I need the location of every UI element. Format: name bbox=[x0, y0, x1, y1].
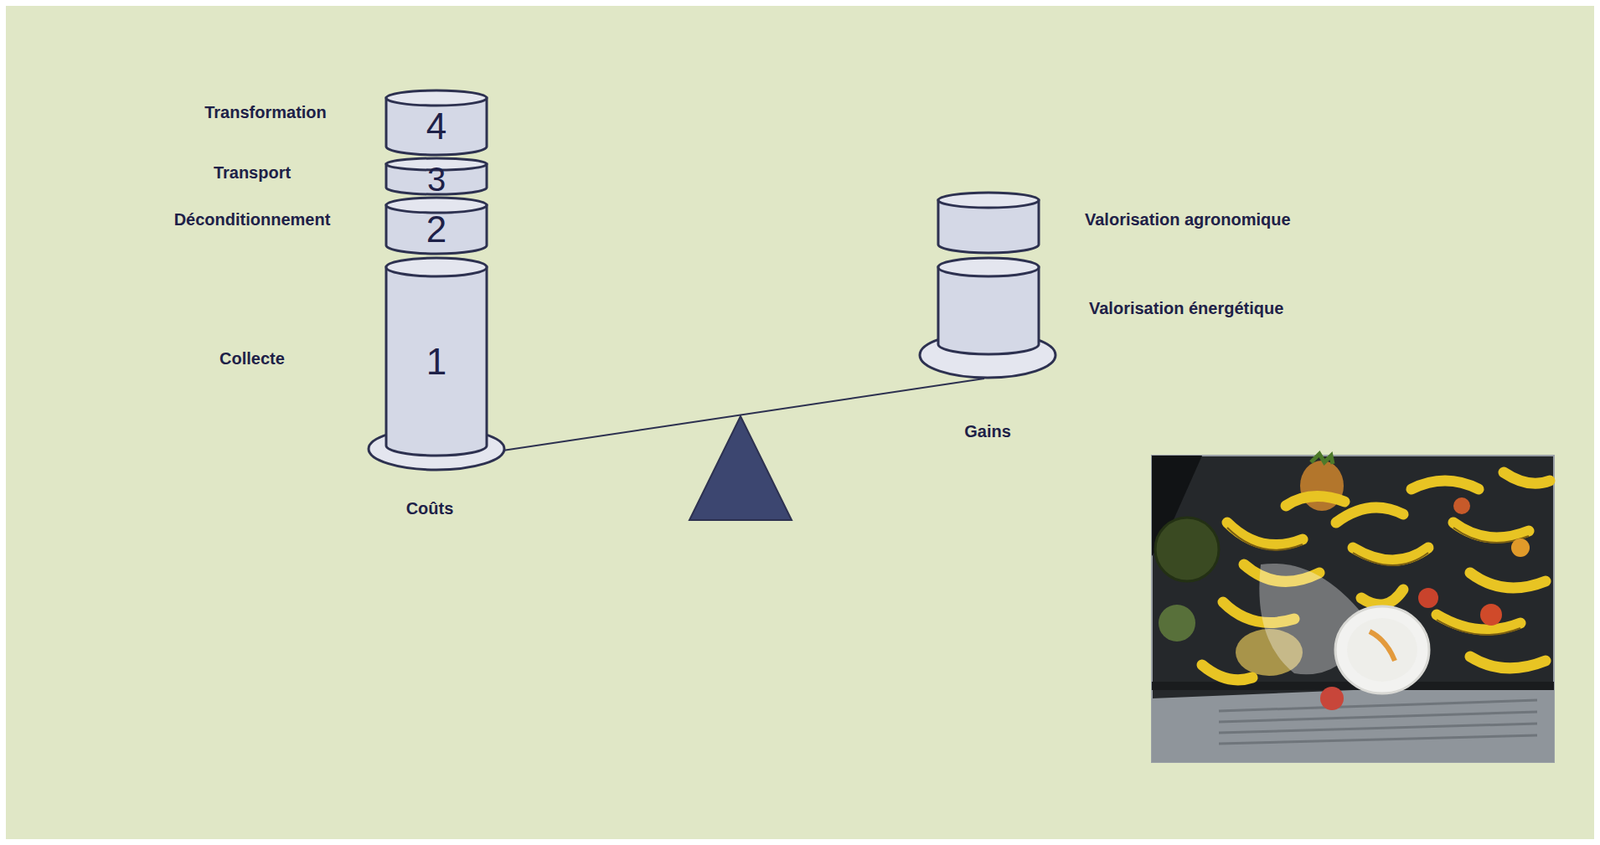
pan-label: Coûts bbox=[406, 498, 455, 519]
waste-photo bbox=[1151, 454, 1554, 763]
cost-cylinder: Transformation4 bbox=[384, 89, 489, 155]
cost-cylinder: Collecte1 bbox=[384, 257, 489, 456]
callout-number: 1 bbox=[426, 343, 447, 381]
fulcrum bbox=[689, 416, 792, 521]
balance-beam bbox=[502, 378, 985, 451]
item-label: Déconditionnement bbox=[174, 209, 331, 230]
cylinder-shape bbox=[936, 191, 1041, 253]
item-label: Valorisation agronomique bbox=[1084, 209, 1291, 230]
cost-cylinder: Valorisation énergétique bbox=[936, 257, 1041, 355]
cylinder-shape bbox=[936, 257, 1041, 355]
cost-cylinder: Valorisation agronomique bbox=[936, 191, 1041, 253]
cost-cylinder: Déconditionnement2 bbox=[384, 196, 489, 254]
cost-cylinder: Transport3 bbox=[384, 157, 489, 195]
callout-number: 4 bbox=[426, 108, 447, 145]
callout-number: 2 bbox=[426, 211, 447, 248]
item-label: Transformation bbox=[204, 102, 327, 123]
item-label: Collecte bbox=[219, 348, 285, 369]
pan-label: Gains bbox=[964, 421, 1012, 442]
item-label: Valorisation énergétique bbox=[1089, 298, 1284, 319]
item-label: Transport bbox=[213, 162, 291, 183]
callout-number: 3 bbox=[427, 162, 446, 197]
ground bbox=[5, 5, 1595, 840]
